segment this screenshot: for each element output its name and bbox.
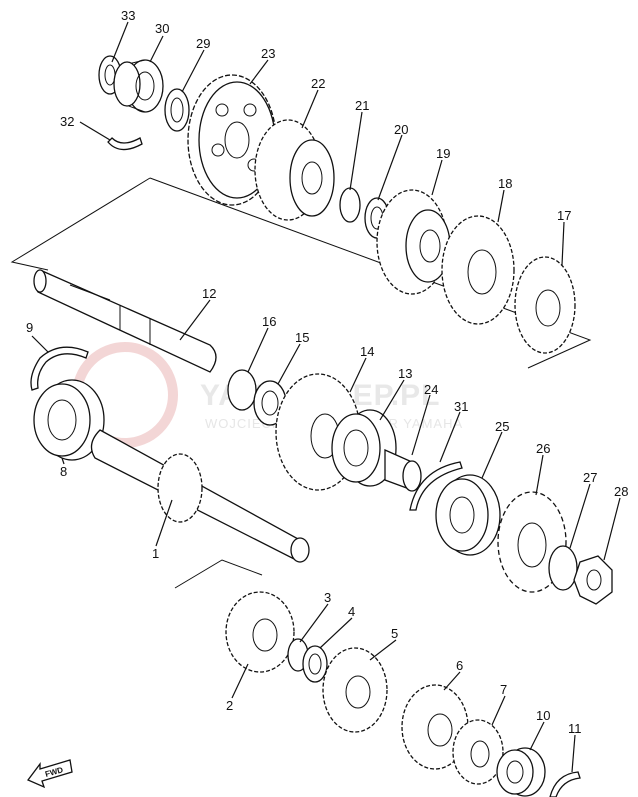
callout-2: 2 xyxy=(226,698,233,713)
part-washer-29 xyxy=(164,88,190,132)
lower-shaft-bracket xyxy=(174,559,263,589)
callout-18: 18 xyxy=(498,176,512,191)
callout-20: 20 xyxy=(394,122,408,137)
part-bearing-8 xyxy=(33,379,105,461)
callout-13: 13 xyxy=(398,366,412,381)
callout-31: 31 xyxy=(454,399,468,414)
upper-shaft-bracket xyxy=(10,177,151,271)
part-bearing-30 xyxy=(113,59,164,113)
part-washer-4 xyxy=(302,645,328,683)
part-gear-7 xyxy=(452,719,504,785)
callout-1: 1 xyxy=(152,546,159,561)
callout-17: 17 xyxy=(557,208,571,223)
callout-8: 8 xyxy=(60,464,67,479)
callout-6: 6 xyxy=(456,658,463,673)
part-circlip-21 xyxy=(339,187,361,223)
callout-12: 12 xyxy=(202,286,216,301)
part-gear-18 xyxy=(441,215,515,325)
callout-10: 10 xyxy=(536,708,550,723)
part-bearing-10 xyxy=(496,747,546,797)
callout-25: 25 xyxy=(495,419,509,434)
callout-32: 32 xyxy=(60,114,74,129)
part-gear-19 xyxy=(376,189,451,295)
part-seal-25 xyxy=(435,474,501,556)
callout-9: 9 xyxy=(26,320,33,335)
callout-15: 15 xyxy=(295,330,309,345)
callout-3: 3 xyxy=(324,590,331,605)
part-nut-28 xyxy=(573,555,613,605)
callout-30: 30 xyxy=(155,21,169,36)
leader-lines xyxy=(31,21,621,773)
part-gear-22 xyxy=(254,119,335,221)
callout-16: 16 xyxy=(262,314,276,329)
part-driveaxle-1 xyxy=(90,429,310,563)
forward-arrow-icon: FWD xyxy=(26,759,73,789)
part-bearing-13 xyxy=(331,409,397,487)
part-clip-31 xyxy=(409,461,463,511)
callout-4: 4 xyxy=(348,604,355,619)
part-collar-24 xyxy=(384,448,422,492)
upper-shaft-bracket-right xyxy=(149,177,592,369)
callout-27: 27 xyxy=(583,470,597,485)
callout-19: 19 xyxy=(436,146,450,161)
part-mainshaft-12 xyxy=(33,269,217,373)
callout-28: 28 xyxy=(614,484,628,499)
callout-7: 7 xyxy=(500,682,507,697)
callout-33: 33 xyxy=(121,8,135,23)
callout-21: 21 xyxy=(355,98,369,113)
part-circlip-16 xyxy=(227,369,257,411)
callout-labels: 33 30 29 23 22 21 20 19 18 17 32 12 16 1… xyxy=(26,8,628,736)
part-gear-17 xyxy=(514,256,576,354)
part-gear-2 xyxy=(225,591,295,673)
part-gear-5 xyxy=(322,647,388,733)
callout-5: 5 xyxy=(391,626,398,641)
callout-26: 26 xyxy=(536,441,550,456)
part-clip-32 xyxy=(107,137,143,151)
callout-29: 29 xyxy=(196,36,210,51)
callout-24: 24 xyxy=(424,382,438,397)
callout-22: 22 xyxy=(311,76,325,91)
callout-14: 14 xyxy=(360,344,374,359)
callout-23: 23 xyxy=(261,46,275,61)
part-lockwasher-27 xyxy=(548,545,578,591)
part-clip-11 xyxy=(549,771,581,797)
part-clip-9 xyxy=(30,346,89,391)
callout-11: 11 xyxy=(568,721,582,736)
